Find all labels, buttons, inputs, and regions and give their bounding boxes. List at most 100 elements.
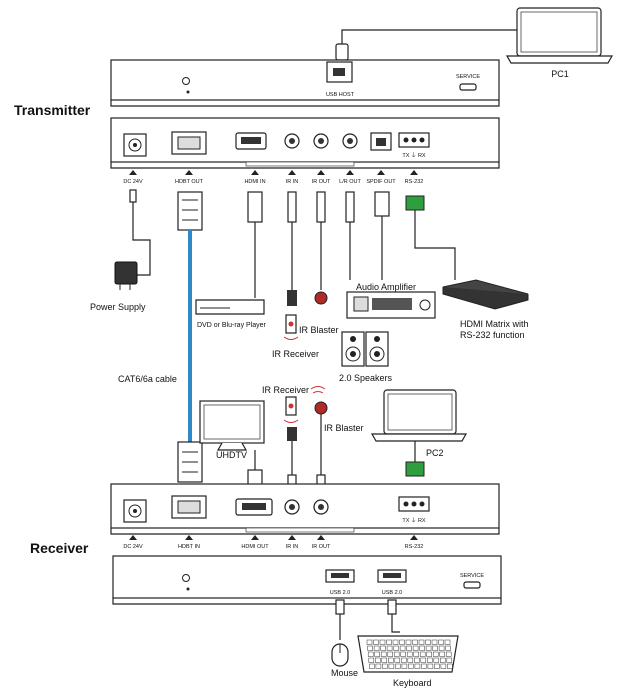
hdmi-matrix-label-line1: HDMI Matrix with <box>460 319 529 329</box>
keyboard-key <box>419 651 426 657</box>
keyboard-key <box>393 651 400 657</box>
keyboard-key <box>412 639 418 645</box>
hdmi-plug-icon <box>247 191 263 223</box>
mouse-label: Mouse <box>331 668 358 678</box>
keyboard-key <box>400 651 406 657</box>
keyboard-key <box>367 645 373 651</box>
keyboard-key <box>425 639 431 645</box>
rx-irout-label: IR OUT <box>312 544 331 550</box>
keyboard-key <box>382 663 388 669</box>
keyboard-key <box>401 663 408 669</box>
keyboard-key <box>444 639 451 645</box>
rj45-plug-top-icon <box>177 191 203 231</box>
keyboard-key <box>446 657 453 663</box>
keyboard-key <box>406 651 413 657</box>
tx-lr-label: L/R OUT <box>339 179 361 185</box>
ir-blaster-rx-icon <box>314 401 328 415</box>
keyboard-key <box>394 657 401 663</box>
keyboard-key <box>413 651 419 657</box>
keyboard-key <box>425 645 432 651</box>
keyboard-key <box>380 645 386 651</box>
usb-cable-pc1 <box>341 29 517 50</box>
pc1-laptop: PC1 <box>505 7 614 79</box>
keyboard-key <box>414 663 421 669</box>
keyboard-key <box>427 663 434 669</box>
keyboard-key <box>380 651 387 657</box>
rx-power-led-icon <box>182 574 190 582</box>
keyboard-key <box>438 639 444 645</box>
keyboard-key <box>388 657 394 663</box>
keyboard-label: Keyboard <box>393 678 432 688</box>
transmitter-title: Transmitter <box>14 102 91 118</box>
transmitter-front-panel: USB HOST SERVICE <box>110 59 500 107</box>
ir-blaster-tx-icon <box>314 291 328 305</box>
keyboard-key <box>386 645 393 651</box>
ir-blaster-tx-label: IR Blaster <box>299 325 339 335</box>
usb-plug-icon <box>335 43 349 61</box>
keyboard-key <box>447 663 453 669</box>
tx-hdbt-label: HDBT OUT <box>175 179 204 185</box>
keyboard-key <box>368 657 375 663</box>
rx-service-label: SERVICE <box>460 573 484 579</box>
speakers-label: 2.0 Speakers <box>339 373 393 383</box>
keyboard-key <box>367 651 374 657</box>
receiver-rear-panel: TX ⏚ RX <box>110 483 500 535</box>
keyboard: Keyboard <box>357 599 459 688</box>
tx-spdif-label: SPDIF OUT <box>366 179 396 185</box>
keyboard-key <box>375 663 382 669</box>
tx-irin-label: IR IN <box>286 179 299 185</box>
txrx-label: TX ⏚ RX <box>402 152 426 159</box>
keyboard-key <box>412 645 419 651</box>
keyboard-key <box>406 645 412 651</box>
keyboard-key <box>420 657 427 663</box>
keyboard-key <box>427 657 433 663</box>
keyboard-key <box>445 651 452 657</box>
power-supply: Power Supply <box>90 189 151 312</box>
keyboard-key <box>373 645 380 651</box>
keyboard-key <box>369 663 375 669</box>
receiver-front-panel: USB 2.0 USB 2.0 SERVICE <box>112 555 502 605</box>
keyboard-key <box>405 639 412 645</box>
keyboard-key <box>388 663 395 669</box>
keyboard-key <box>445 645 451 651</box>
keyboard-key <box>432 645 438 651</box>
keyboard-key <box>440 663 447 669</box>
uhdtv: UHDTV <box>199 400 265 497</box>
keyboard-key <box>399 639 405 645</box>
keyboard-key <box>386 639 392 645</box>
keyboard-key <box>387 651 393 657</box>
keyboard-key <box>421 663 427 669</box>
rx-txrx-label: TX ⏚ RX <box>402 517 426 524</box>
keyboard-key <box>439 651 445 657</box>
mouse: Mouse <box>331 599 358 678</box>
hdmi-cable-dvd: DVD or Blu-ray Player <box>195 191 267 329</box>
keyboard-key <box>375 657 381 663</box>
transmitter-rear-panel: TX ⏚ RX <box>110 117 500 169</box>
rx-irin-label: IR IN <box>286 544 299 550</box>
usb2-label: USB 2.0 <box>382 590 402 596</box>
keyboard-key <box>374 651 380 657</box>
keyboard-key <box>434 663 440 669</box>
tx-rs232-label: RS-232 <box>405 179 424 185</box>
keyboard-key <box>366 639 373 645</box>
pc2-laptop: PC2 <box>370 389 468 477</box>
tx-hdmi-label: HDMI IN <box>244 179 265 185</box>
keyboard-key <box>419 645 425 651</box>
hdmi-matrix-label-line2: RS-232 function <box>460 330 525 340</box>
audio-amp-label: Audio Amplifier <box>356 282 416 292</box>
receiver-title: Receiver <box>30 540 89 556</box>
keyboard-key <box>399 645 406 651</box>
ir-blaster-rx-label: IR Blaster <box>324 423 364 433</box>
speakers: 2.0 Speakers <box>339 331 393 383</box>
keyboard-key <box>418 639 425 645</box>
cat-cable-label: CAT6/6a cable <box>118 374 177 384</box>
usb-host-label: USB HOST <box>326 92 355 98</box>
hdmi-matrix: HDMI Matrix with RS-232 function <box>442 279 529 340</box>
ir-receiver-tx: IR Receiver IR Blaster <box>272 314 339 359</box>
power-supply-label: Power Supply <box>90 302 146 312</box>
keyboard-key <box>395 663 401 669</box>
ir-receiver-rx-label: IR Receiver <box>262 385 309 395</box>
usb1-label: USB 2.0 <box>330 590 350 596</box>
rx-service-port <box>463 581 481 589</box>
